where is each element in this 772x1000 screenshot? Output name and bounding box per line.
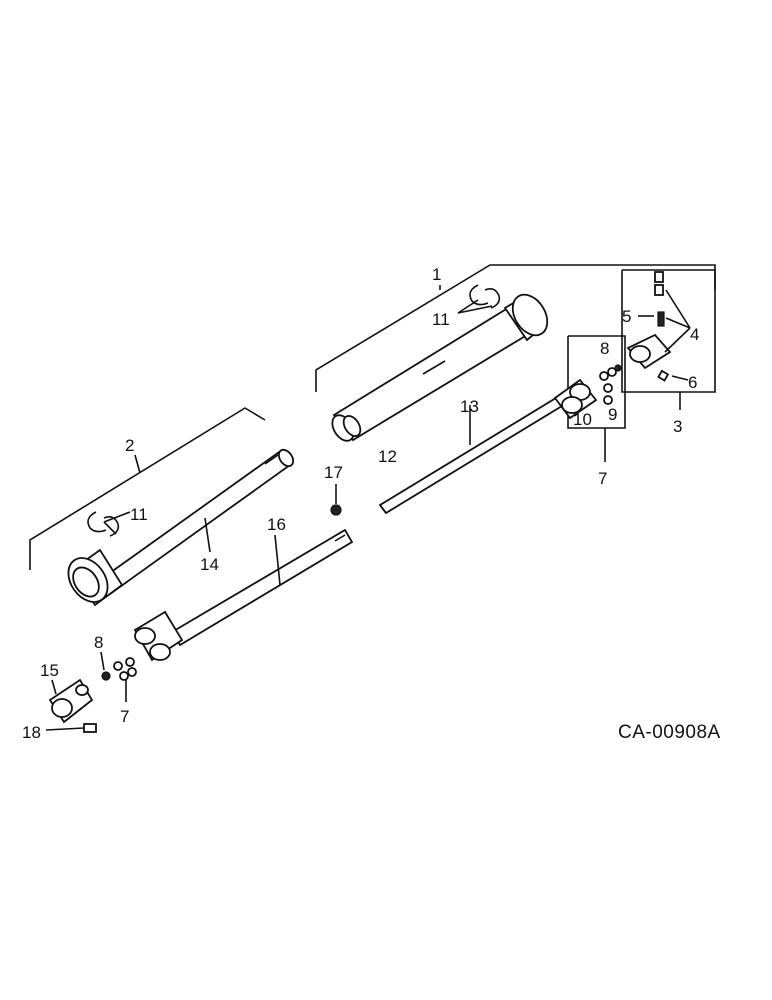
- part-18-pin: [45, 723, 97, 733]
- callout-8-lower: 8: [94, 633, 103, 652]
- callout-15: 15: [40, 661, 59, 680]
- callout-6: 6: [688, 373, 697, 392]
- part-17-bolt: [330, 484, 342, 516]
- callout-14: 14: [200, 555, 219, 574]
- callout-4: 4: [690, 325, 699, 344]
- bracket-assembly-2: [29, 407, 266, 570]
- part-16-inner-shaft: [133, 528, 354, 662]
- reference-code: CA-00908A: [618, 722, 721, 743]
- callout-18: 18: [22, 723, 41, 742]
- kit-3-parts: [626, 271, 691, 382]
- callout-12: 12: [378, 447, 397, 466]
- callout-8-upper: 8: [600, 339, 609, 358]
- callout-11-upper: 11: [432, 310, 450, 329]
- callout-3: 3: [673, 417, 682, 436]
- part-11-clip-upper: [457, 284, 501, 314]
- part-9-cross-upper: [599, 364, 622, 405]
- part-7-cross-lower: [100, 651, 137, 702]
- part-10-yoke-upper: [553, 378, 598, 420]
- part-15-yoke: [48, 678, 94, 724]
- callout-13: 13: [460, 397, 479, 416]
- part-14-inner-tube: [67, 448, 295, 607]
- callout-10: 10: [573, 410, 592, 429]
- callout-11-lower: 11: [130, 505, 148, 524]
- callout-7-lower: 7: [120, 707, 129, 726]
- callout-16: 16: [267, 515, 286, 534]
- callout-5: 5: [622, 307, 631, 326]
- kit-3-box: [621, 269, 716, 410]
- callout-7-upper: 7: [598, 469, 607, 488]
- part-11-clip-lower: [87, 511, 131, 537]
- part-12-outer-tube: [331, 293, 549, 442]
- callout-17: 17: [324, 463, 343, 482]
- callout-2: 2: [125, 436, 134, 455]
- callout-9: 9: [608, 405, 617, 424]
- callout-1: 1: [432, 265, 441, 284]
